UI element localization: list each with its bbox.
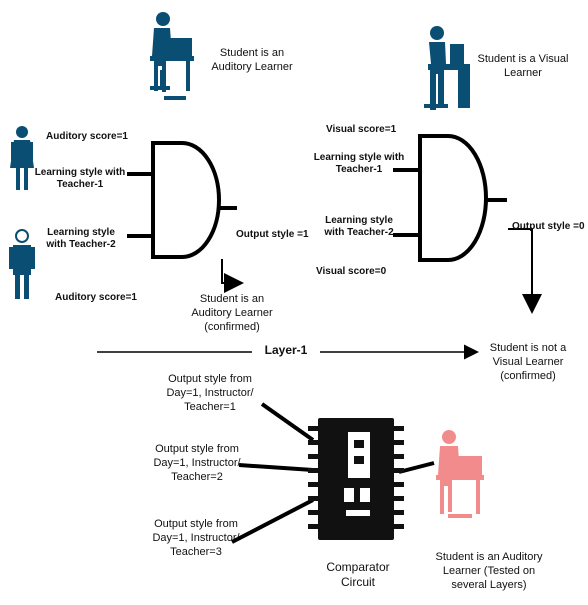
learning-style-teacher2-left: Learning style with Teacher-2 (46, 227, 116, 250)
comparator-input-1-label: Output style from Day=1, Instructor/ Tea… (166, 373, 254, 413)
comparator-circuit-label: Comparator Circuit (326, 560, 390, 589)
student-auditory-confirmed-label: Student is an Auditory Learner (confirme… (191, 293, 273, 333)
student-auditory-tested-label: Student is an Auditory Learner (Tested o… (435, 551, 543, 591)
output-style-right: Output style =0 (512, 221, 585, 232)
comparator-output-line (398, 461, 435, 474)
student-visual-label: Student is a Visual Learner (477, 53, 569, 79)
comparator-input-line-2 (238, 463, 314, 472)
comparator-input-line-1 (260, 402, 315, 442)
visual-score-bottom: Visual score=0 (316, 266, 387, 277)
visual-score-top: Visual score=1 (326, 124, 397, 135)
student-at-desk-icon (436, 430, 484, 518)
and-gate-left (151, 141, 221, 259)
comparator-input-2-label: Output style from Day=1, Instructor/ Tea… (153, 443, 241, 483)
learning-style-teacher1-right: Learning style with Teacher-1 (313, 152, 405, 175)
comparator-input-3-label: Output style from Day=1, Instructor/ Tea… (152, 518, 240, 558)
and-gate-right-confirm-arrow (508, 228, 542, 314)
and-gate-left-confirm-arrow (221, 259, 244, 293)
output-style-left: Output style =1 (236, 229, 309, 240)
comparator-input-line-3 (231, 498, 314, 544)
auditory-score-top: Auditory score=1 (46, 131, 128, 142)
student-auditory-label: Student is an Auditory Learner (211, 47, 293, 73)
auditory-score-bottom: Auditory score=1 (55, 292, 137, 303)
female-person-icon (10, 126, 34, 190)
learning-style-teacher1-left: Learning style with Teacher-1 (34, 167, 126, 190)
student-at-computer-icon (424, 26, 470, 110)
layer-label: Layer-1 (252, 344, 320, 356)
male-person-icon (9, 229, 35, 299)
microchip-icon (308, 418, 404, 540)
student-at-desk-icon (150, 12, 194, 100)
and-gate-right (418, 134, 488, 262)
student-not-visual-confirmed-label: Student is not a Visual Learner (confirm… (489, 342, 567, 382)
learning-style-teacher2-right: Learning style with Teacher-2 (324, 215, 394, 238)
